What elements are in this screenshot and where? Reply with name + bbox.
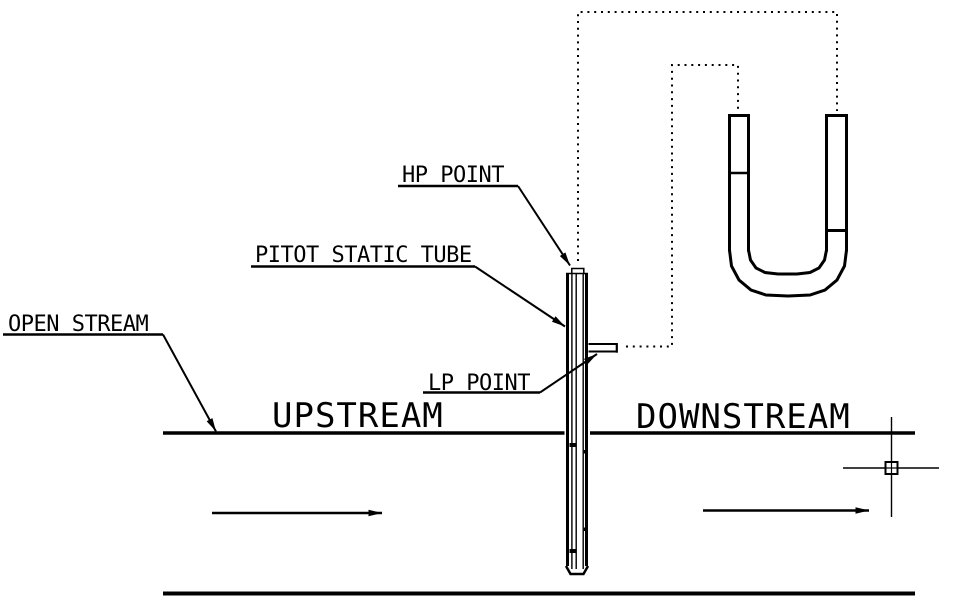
lp-tubing-dotted-line xyxy=(626,64,739,348)
lp-point-leader-arrow xyxy=(539,353,598,394)
label-lp-point: LP POINT xyxy=(423,353,598,396)
manometer-inner-bend xyxy=(747,249,828,276)
open-stream-leader-arrow xyxy=(162,334,217,432)
hp-point-leader-arrow xyxy=(517,185,571,267)
pitot-joint-tick-upper-right xyxy=(583,450,587,454)
u-tube-manometer xyxy=(728,114,848,298)
lp-static-port-fill xyxy=(588,342,618,353)
label-hp-point: HP POINT xyxy=(398,163,571,267)
pitot-tube xyxy=(564,266,590,578)
hp-tubing-dotted-line xyxy=(577,11,838,261)
crosshair-cursor xyxy=(843,417,939,517)
downstream-text: DOWNSTREAM xyxy=(636,397,851,437)
pitot-tube-bottom-tip xyxy=(564,565,590,576)
lp-static-port xyxy=(588,342,618,353)
manometer-outer-bend xyxy=(728,249,848,298)
hp-point-tap xyxy=(571,267,585,275)
pitot-static-tube-text: PITOT STATIC TUBE xyxy=(255,243,472,268)
pitot-joint-tick-lower-right xyxy=(583,527,587,531)
open-stream-text: OPEN STREAM xyxy=(8,312,148,337)
pitot-static-tube-leader-arrow xyxy=(474,265,566,328)
pitot-joint-tick-upper-left xyxy=(569,443,576,447)
label-open-stream: OPEN STREAM xyxy=(3,312,217,432)
hp-point-text: HP POINT xyxy=(402,163,504,188)
label-pitot-static-tube: PITOT STATIC TUBE xyxy=(251,243,566,328)
pitot-joint-tick-lower-left xyxy=(569,549,576,553)
upstream-text: UPSTREAM xyxy=(272,396,444,436)
